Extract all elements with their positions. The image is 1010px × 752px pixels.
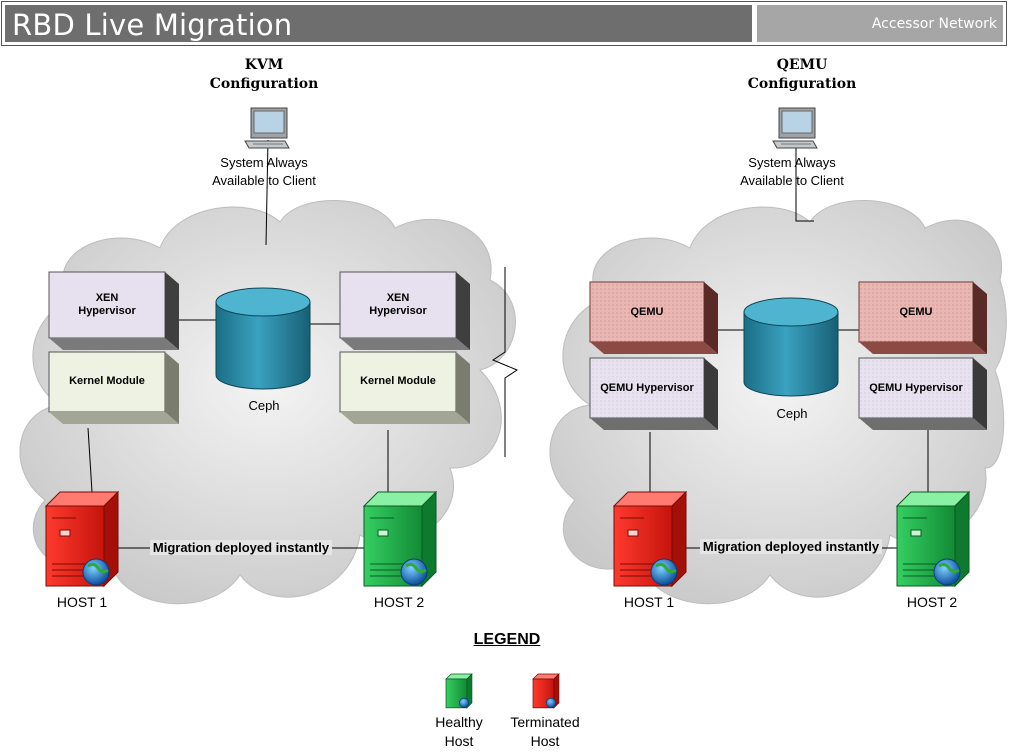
right-lower-box-2-label: QEMU Hypervisor — [869, 382, 963, 394]
legend-healthy-host-icon — [445, 673, 473, 709]
right-host-1-label: HOST 1 — [623, 594, 675, 610]
legend-terminated-line-2: Host — [530, 733, 560, 749]
legend-healthy-line-1: Healthy — [435, 714, 483, 730]
right-upper-box-2-label: QEMU — [899, 306, 933, 318]
right-upper-box-1-label: QEMU — [630, 306, 664, 318]
left-upper-box-1 — [48, 271, 179, 350]
left-upper-box-2-line-2: Hypervisor — [369, 305, 427, 317]
left-lower-box-2-label: Kernel Module — [360, 375, 436, 387]
right-client-line-1: System Always — [748, 155, 836, 170]
legend-terminated-host-icon — [532, 673, 560, 709]
right-client-line-2: Available to Client — [740, 173, 844, 188]
right-lower-box-2 — [858, 357, 987, 430]
right-lower-box-1-label: QEMU Hypervisor — [600, 382, 694, 394]
left-client-computer-icon — [244, 107, 290, 149]
legend-title: LEGEND — [473, 631, 541, 648]
right-upper-box-1 — [589, 281, 718, 354]
legend-healthy-label: Healthy Host — [419, 713, 499, 751]
right-host-1-server-icon — [612, 490, 688, 588]
right-config-line-2: Configuration — [747, 76, 857, 92]
left-lower-box-2 — [339, 351, 470, 424]
left-upper-box-1-line-2: Hypervisor — [78, 305, 136, 317]
left-host-2-server-icon — [362, 490, 438, 588]
legend-terminated-line-1: Terminated — [510, 714, 580, 730]
left-upper-box-2-line-1: XEN — [386, 292, 410, 304]
left-upper-box-2 — [339, 271, 470, 350]
left-ceph-label: Ceph — [248, 398, 280, 413]
right-ceph-label: Ceph — [776, 406, 808, 421]
left-host-1-label: HOST 1 — [56, 594, 108, 610]
left-client-line-2: Available to Client — [212, 173, 316, 188]
right-upper-box-2 — [858, 281, 987, 354]
legend-terminated-label: Terminated Host — [500, 713, 590, 751]
right-migration-label: Migration deployed instantly — [700, 539, 882, 554]
left-client-line-1: System Always — [220, 155, 308, 170]
left-lower-box-1 — [48, 351, 179, 424]
right-config-line-1: QEMU — [776, 57, 828, 73]
left-upper-box-1-label: XEN Hypervisor — [49, 292, 165, 318]
left-ceph-storage-icon — [215, 287, 311, 390]
left-config-line-1: KVM — [244, 57, 284, 73]
right-ceph-storage-icon — [743, 297, 839, 397]
right-config-title: QEMU Configuration — [742, 56, 862, 94]
page-title: RBD Live Migration — [12, 8, 293, 42]
left-host-2-label: HOST 2 — [373, 594, 425, 610]
title-banner: RBD Live Migration — [5, 5, 752, 42]
left-upper-box-1-line-1: XEN — [95, 292, 119, 304]
right-host-2-server-icon — [895, 490, 971, 588]
right-host-2-label: HOST 2 — [906, 594, 958, 610]
left-host-1-server-icon — [44, 490, 120, 588]
right-client-label: System Always Available to Client — [732, 154, 852, 190]
header-bar: RBD Live Migration Accessor Network — [1, 1, 1007, 46]
left-config-line-2: Configuration — [209, 76, 319, 92]
section-divider — [491, 267, 519, 457]
right-client-computer-icon — [772, 107, 818, 149]
left-migration-label: Migration deployed instantly — [150, 540, 332, 555]
legend-healthy-line-2: Host — [444, 733, 474, 749]
left-client-label: System Always Available to Client — [204, 154, 324, 190]
left-upper-box-2-label: XEN Hypervisor — [340, 292, 456, 318]
left-config-title: KVM Configuration — [204, 56, 324, 94]
right-lower-box-1 — [589, 357, 718, 430]
left-lower-box-1-label: Kernel Module — [69, 375, 145, 387]
subtitle-banner: Accessor Network — [757, 5, 1003, 42]
page-subtitle: Accessor Network — [871, 16, 997, 32]
